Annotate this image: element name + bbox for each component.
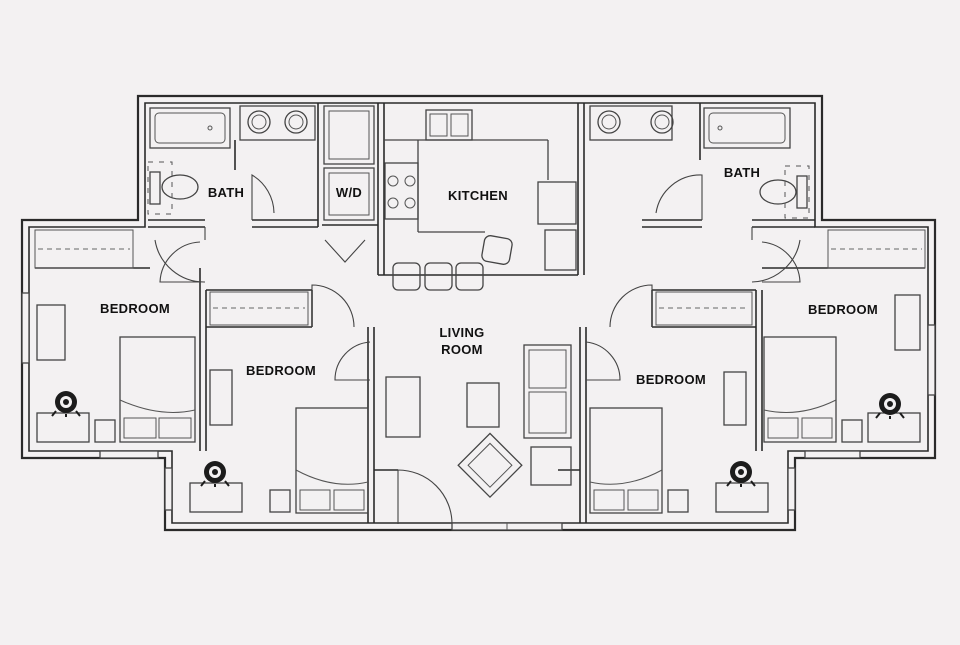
bath-left-label: BATH: [208, 185, 244, 200]
living-room-label-line2: ROOM: [441, 342, 483, 357]
bedroom-far-right-label: BEDROOM: [808, 302, 878, 317]
kitchen-fixtures: [323, 105, 577, 291]
bath-right-label: BATH: [724, 165, 760, 180]
laundry-label: W/D: [336, 185, 362, 200]
bedroom-left-label: BEDROOM: [246, 363, 316, 378]
bedroom-far-left-label: BEDROOM: [100, 301, 170, 316]
living-furniture: [385, 344, 572, 499]
right-bath-fixtures: [589, 105, 810, 219]
closets: [34, 229, 926, 326]
living-room-label-line1: LIVING: [439, 325, 484, 340]
bedroom-furniture: [36, 294, 921, 514]
desk-chairs: [51, 391, 905, 487]
kitchen-label: KITCHEN: [448, 188, 508, 203]
door-swings: [154, 174, 801, 525]
bedroom-right-label: BEDROOM: [636, 372, 706, 387]
room-labels: BATH W/D KITCHEN BATH LIVING ROOM BEDROO…: [100, 165, 878, 387]
left-bath-fixtures: [147, 105, 316, 215]
windows: [21, 292, 936, 531]
